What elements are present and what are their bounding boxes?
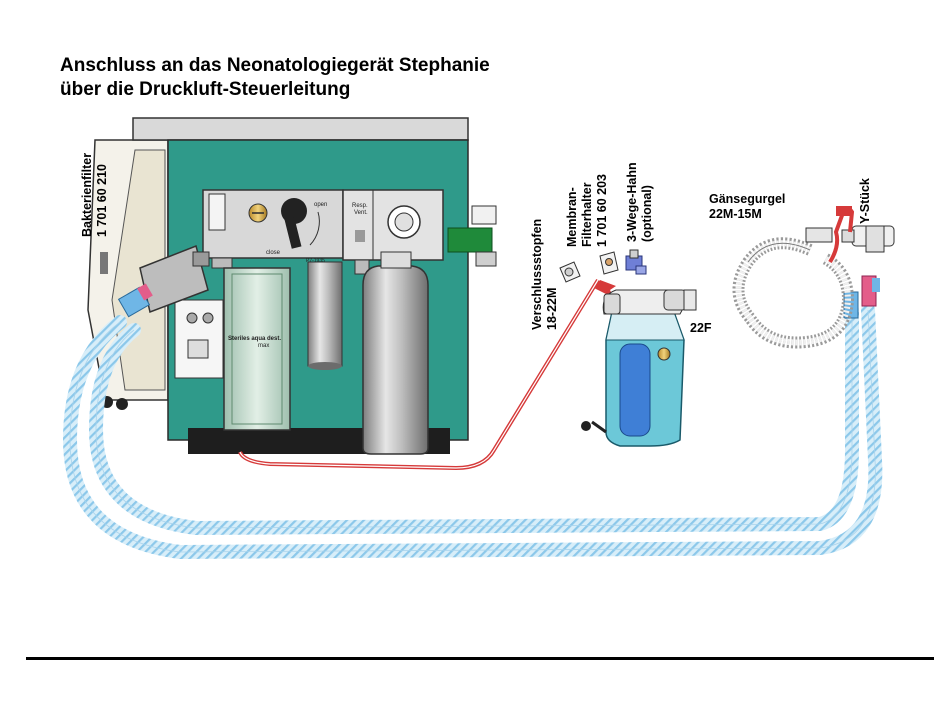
label-y-stueck: Y-Stück — [858, 178, 873, 224]
label-3-wege-hahn: 3-Wege-Hahn (optional) — [625, 162, 655, 242]
label-gaensegurgel: Gänsegurgel 22M-15M — [709, 192, 785, 222]
verschlussstopfen — [560, 262, 580, 282]
text-sterile: Steriles aqua dest. — [228, 336, 281, 342]
text-resp: Resp. — [352, 203, 368, 209]
text-open: open — [314, 202, 327, 208]
text-model: P7-1935 — [306, 258, 325, 264]
text-max: max — [258, 343, 269, 349]
label-membran-filterhalter: Membran- Filterhalter 1 701 60 203 — [565, 174, 610, 247]
label-22f: 22F — [690, 321, 712, 336]
label-bakterienfilter: Bakterienfilter 1 701 60 210 — [80, 153, 110, 237]
gas-bottle — [363, 252, 428, 454]
outlet-panel — [175, 300, 223, 378]
gaensegurgel — [738, 228, 848, 343]
humidifier-jar — [224, 268, 290, 430]
flowmeter-cylinder — [308, 262, 342, 370]
text-close: close — [266, 250, 281, 256]
label-verschlussstopfen: Verschlussstopfen 18-22M — [530, 219, 560, 330]
three-way-stopcock — [626, 250, 646, 274]
bottom-rule — [26, 657, 934, 660]
humidifier-chamber — [581, 290, 696, 446]
text-vent: Vent. — [354, 210, 368, 216]
membran-filterhalter — [600, 252, 618, 274]
